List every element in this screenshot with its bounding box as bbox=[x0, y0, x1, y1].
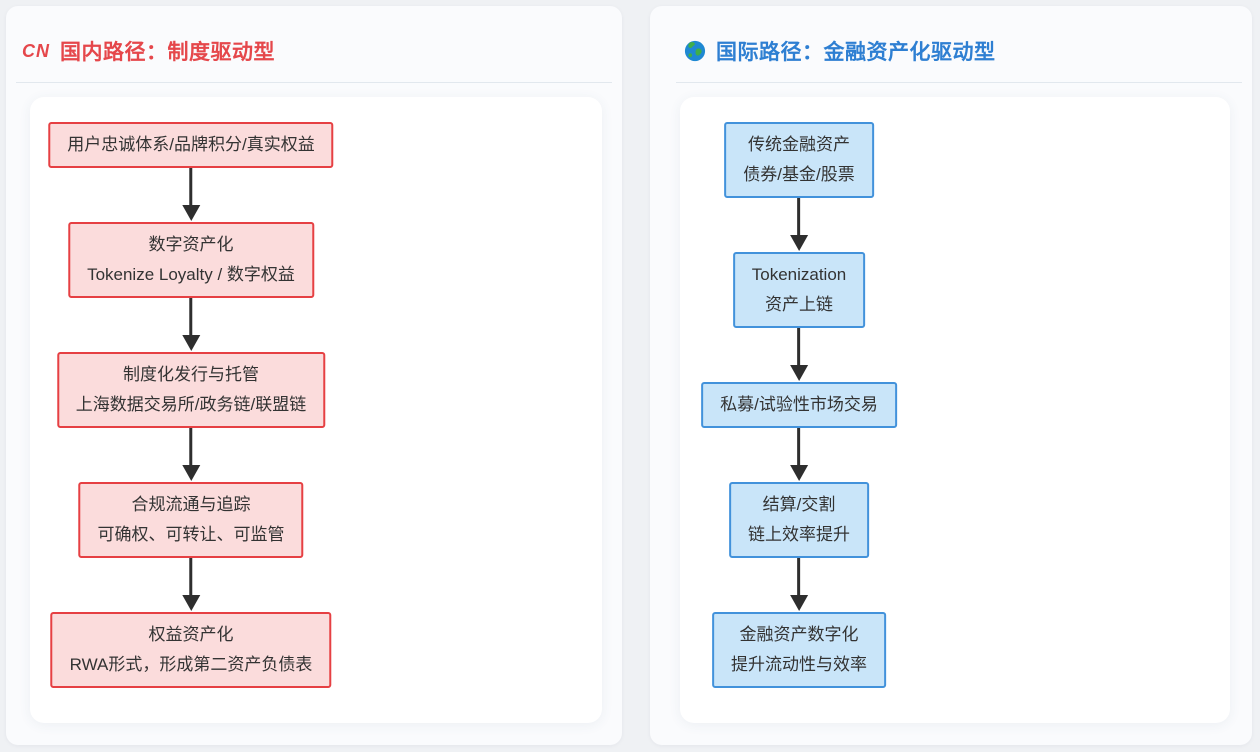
node-text: 上海数据交易所/政务链/联盟链 bbox=[75, 395, 307, 414]
arrow-head-icon bbox=[181, 205, 200, 221]
node-text: 债券/基金/股票 bbox=[743, 165, 855, 184]
flow-column: 用户忠诚体系/品牌积分/真实权益 数字资产化 Tokenize Loyalty … bbox=[48, 122, 334, 688]
node-text: 权益资产化 bbox=[148, 625, 234, 644]
arrow-line bbox=[189, 298, 193, 335]
arrow-line bbox=[797, 328, 801, 365]
node-text: 提升流动性与效率 bbox=[730, 655, 867, 674]
node-text: 金融资产数字化 bbox=[739, 625, 859, 644]
node-text: Tokenization bbox=[751, 265, 847, 284]
flow-arrow bbox=[789, 428, 808, 482]
flow-column: 传统金融资产 债券/基金/股票 Tokenization 资产上链 私募/试验性… bbox=[701, 122, 897, 688]
arrow-head-icon bbox=[789, 465, 808, 481]
flow-node: 结算/交割 链上效率提升 bbox=[728, 482, 869, 558]
flow-node: 制度化发行与托管 上海数据交易所/政务链/联盟链 bbox=[56, 352, 326, 428]
flow-arrow bbox=[181, 168, 200, 222]
arrow-line bbox=[189, 168, 193, 205]
node-text: RWA形式，形成第二资产负债表 bbox=[69, 655, 313, 674]
flow-node: 金融资产数字化 提升流动性与效率 bbox=[711, 612, 886, 688]
panel-international-header: 国际路径：金融资产化驱动型 bbox=[650, 6, 1252, 70]
flow-node: 数字资产化 Tokenize Loyalty / 数字权益 bbox=[68, 222, 314, 298]
arrow-head-icon bbox=[789, 365, 808, 381]
flow-arrow bbox=[789, 198, 808, 252]
arrow-head-icon bbox=[181, 335, 200, 351]
cn-badge: CN bbox=[22, 40, 50, 61]
flow-arrow bbox=[789, 558, 808, 612]
flowchart-domestic: 用户忠诚体系/品牌积分/真实权益 数字资产化 Tokenize Loyalty … bbox=[30, 97, 602, 723]
page-title: 国际路径：金融资产化驱动型 bbox=[716, 41, 996, 64]
arrow-line bbox=[797, 558, 801, 595]
divider bbox=[676, 82, 1242, 83]
node-text: 资产上链 bbox=[764, 295, 833, 314]
panel-domestic: CN 国内路径：制度驱动型 用户忠诚体系/品牌积分/真实权益 数字资产化 Tok… bbox=[6, 6, 622, 745]
divider bbox=[16, 82, 612, 83]
arrow-line bbox=[189, 558, 193, 595]
flow-node: 合规流通与追踪 可确权、可转让、可监管 bbox=[78, 482, 304, 558]
arrow-head-icon bbox=[181, 465, 200, 481]
node-text: 数字资产化 bbox=[148, 235, 234, 254]
globe-icon bbox=[684, 40, 706, 62]
node-text: 合规流通与追踪 bbox=[131, 495, 251, 514]
flow-arrow bbox=[181, 428, 200, 482]
page-title: 国内路径：制度驱动型 bbox=[60, 41, 275, 64]
node-text: 用户忠诚体系/品牌积分/真实权益 bbox=[67, 135, 315, 154]
flowchart-international: 传统金融资产 债券/基金/股票 Tokenization 资产上链 私募/试验性… bbox=[680, 97, 1230, 723]
node-text: 可确权、可转让、可监管 bbox=[97, 525, 285, 544]
panel-international: 国际路径：金融资产化驱动型 传统金融资产 债券/基金/股票 Tokenizati… bbox=[650, 6, 1252, 745]
flow-node: Tokenization 资产上链 bbox=[732, 252, 866, 328]
arrow-line bbox=[797, 198, 801, 235]
panel-domestic-header: CN 国内路径：制度驱动型 bbox=[6, 6, 622, 70]
arrow-head-icon bbox=[789, 235, 808, 251]
arrow-head-icon bbox=[181, 595, 200, 611]
node-text: 结算/交割 bbox=[762, 495, 836, 514]
node-text: 传统金融资产 bbox=[747, 135, 850, 154]
node-text: Tokenize Loyalty / 数字权益 bbox=[87, 265, 295, 284]
arrow-head-icon bbox=[789, 595, 808, 611]
node-text: 链上效率提升 bbox=[747, 525, 850, 544]
flow-arrow bbox=[181, 298, 200, 352]
flow-node: 私募/试验性市场交易 bbox=[701, 382, 897, 428]
flow-node: 用户忠诚体系/品牌积分/真实权益 bbox=[48, 122, 334, 168]
flow-node: 传统金融资产 债券/基金/股票 bbox=[724, 122, 874, 198]
flow-arrow bbox=[789, 328, 808, 382]
node-text: 私募/试验性市场交易 bbox=[720, 395, 878, 414]
arrow-line bbox=[189, 428, 193, 465]
flow-node: 权益资产化 RWA形式，形成第二资产负债表 bbox=[50, 612, 332, 688]
flow-arrow bbox=[181, 558, 200, 612]
arrow-line bbox=[797, 428, 801, 465]
node-text: 制度化发行与托管 bbox=[122, 365, 259, 384]
